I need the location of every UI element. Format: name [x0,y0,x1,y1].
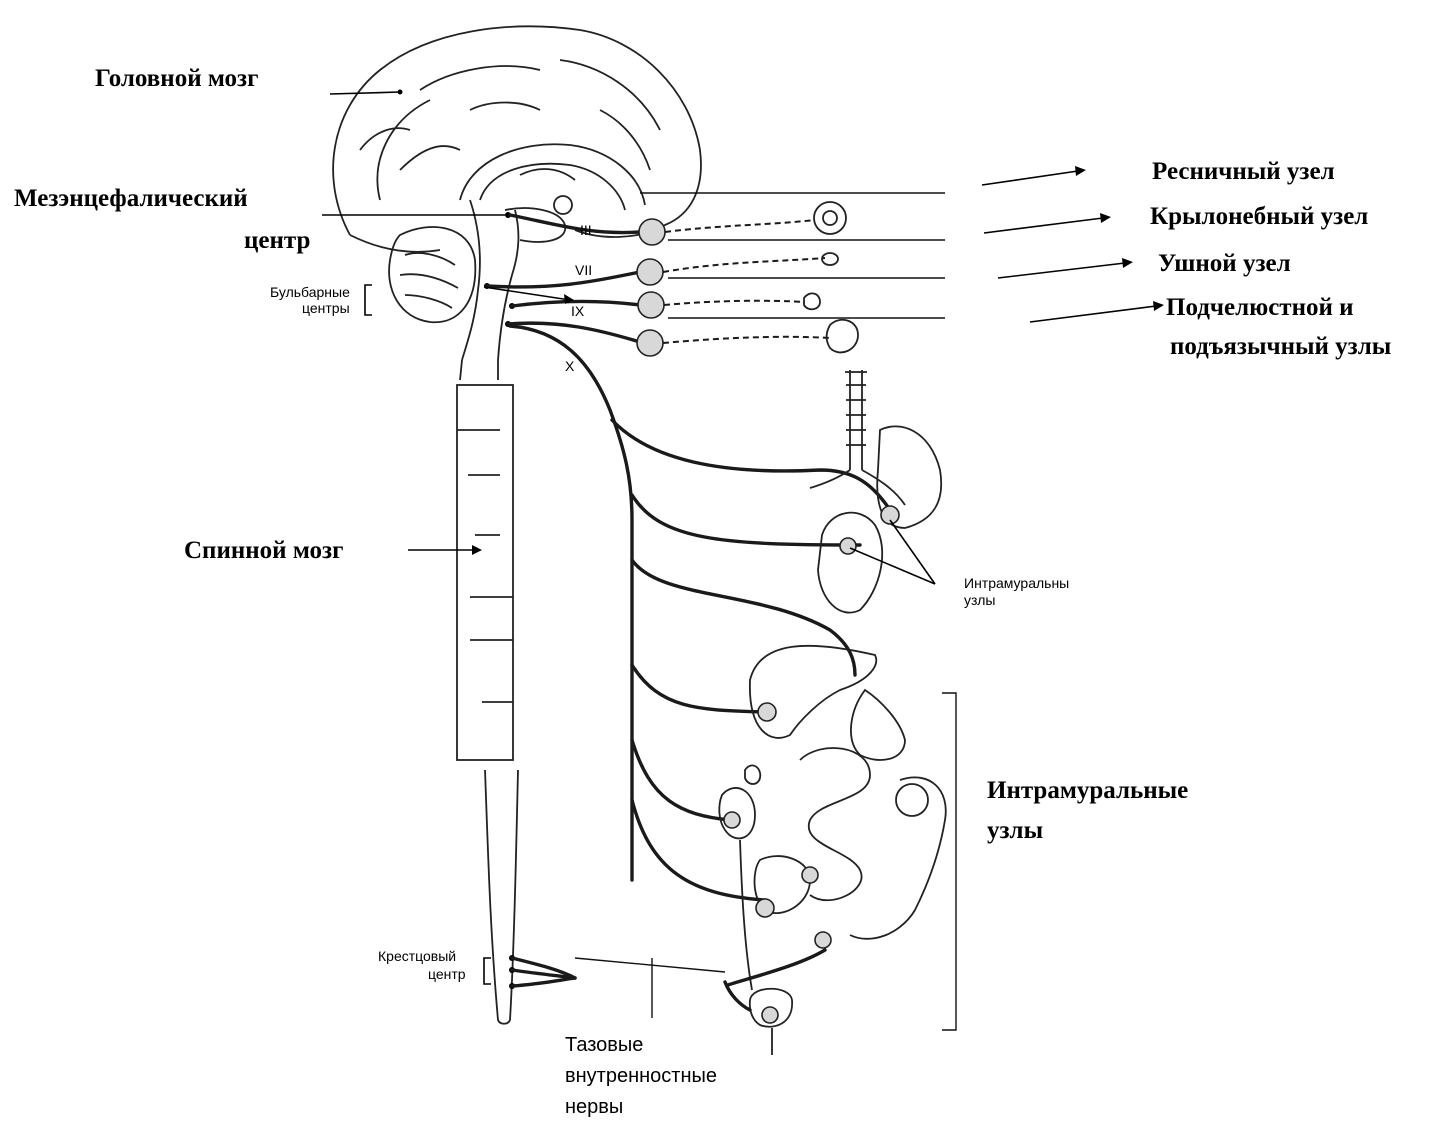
pelvic-label-line1: Тазовые [565,1032,643,1058]
nerve-IX-label: IX [571,303,584,319]
vagus-nerve [510,326,890,900]
bulbar-label-line1: Бульбарные [270,284,350,300]
bulbar-label-line2: центры [302,300,350,316]
submandibular-label-line1: Подчелюстной и [1166,291,1354,325]
spinal-cord-drawing [457,360,518,1024]
otic-ganglion-label: Ушной узел [1158,247,1291,281]
sacral-label-line2: центр [428,966,466,982]
organs-drawing [719,370,945,1055]
intramural-small-label-line1: Интрамуральны [964,575,1069,591]
mesencephalic-label-line1: Мезэнцефалический [14,182,248,216]
pterygopalatine-ganglion-label: Крылонебный узел [1150,200,1368,234]
pelvic-label-line2: внутренностные [565,1063,717,1089]
intramural-small-label-line2: узлы [964,592,996,608]
cranial-nerves [484,193,945,356]
nerve-X-label: X [565,358,574,374]
ciliary-ganglion-label: Ресничный узел [1152,155,1335,189]
spinal-cord-label: Спинной мозг [184,534,343,568]
pelvic-label-line3: нервы [565,1094,623,1120]
nerve-VII-label: VII [575,262,592,278]
intramural-big-label-line1: Интрамуральные [987,774,1188,808]
intramural-big-label-line2: узлы [987,814,1043,848]
mesencephalic-label-line2: центр [244,224,310,258]
label-arrows [982,166,1164,322]
sacral-label-line1: Крестцовый [378,948,456,964]
intramural-bracket [942,693,956,1030]
sacral-nerves [509,955,750,1018]
nerve-III-label: III [580,222,592,238]
brain-label: Головной мозг [95,62,258,96]
pointer-lines [322,90,935,985]
submandibular-label-line2: подъязычный узлы [1170,330,1391,364]
